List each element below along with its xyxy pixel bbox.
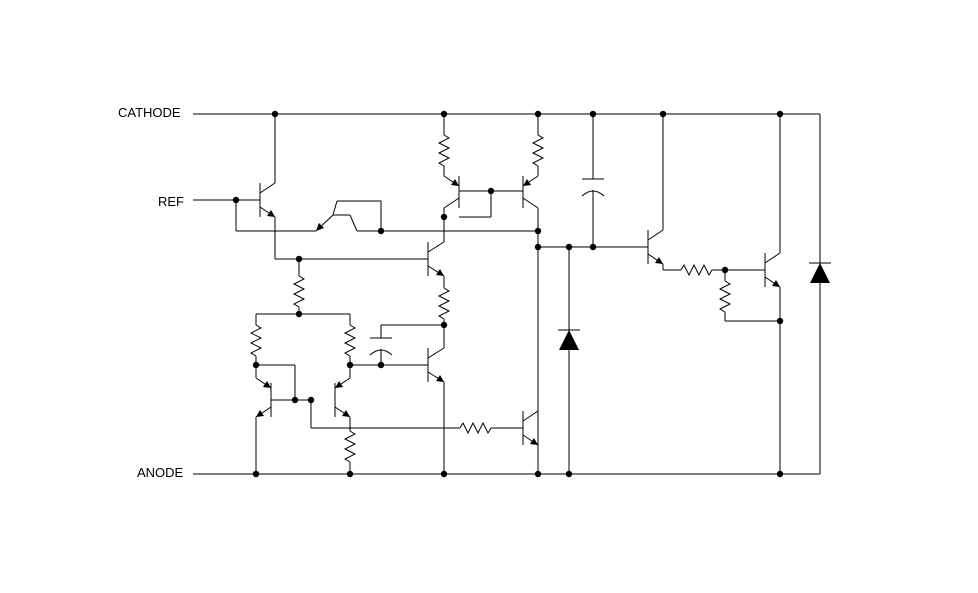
clamp-diode-center bbox=[558, 247, 580, 474]
horizontal-transistor bbox=[315, 200, 538, 232]
ref-label: REF bbox=[158, 194, 184, 209]
gain-transistor bbox=[381, 231, 451, 348]
compensation-capacitor-right bbox=[581, 114, 605, 247]
diff-pair-resistors bbox=[249, 314, 357, 365]
cathode-label: CATHODE bbox=[118, 105, 181, 120]
driver-transistor bbox=[350, 347, 445, 474]
anode-label: ANODE bbox=[137, 465, 184, 480]
bottom-pair-transistors bbox=[255, 364, 460, 474]
ref-input-wire bbox=[193, 199, 316, 232]
clamp-diode-right bbox=[809, 262, 831, 283]
compensation-capacitor-left bbox=[369, 325, 393, 365]
output-darlington-first bbox=[647, 114, 765, 277]
input-transistor bbox=[259, 114, 276, 259]
cathode-rail bbox=[193, 113, 821, 474]
bias-resistor bbox=[256, 259, 350, 315]
pulldown-transistor bbox=[522, 410, 539, 446]
top-mirror bbox=[437, 114, 545, 474]
junction-dots bbox=[232, 110, 784, 478]
output-darlington-second bbox=[718, 114, 781, 474]
output-base-resistor bbox=[459, 421, 523, 435]
